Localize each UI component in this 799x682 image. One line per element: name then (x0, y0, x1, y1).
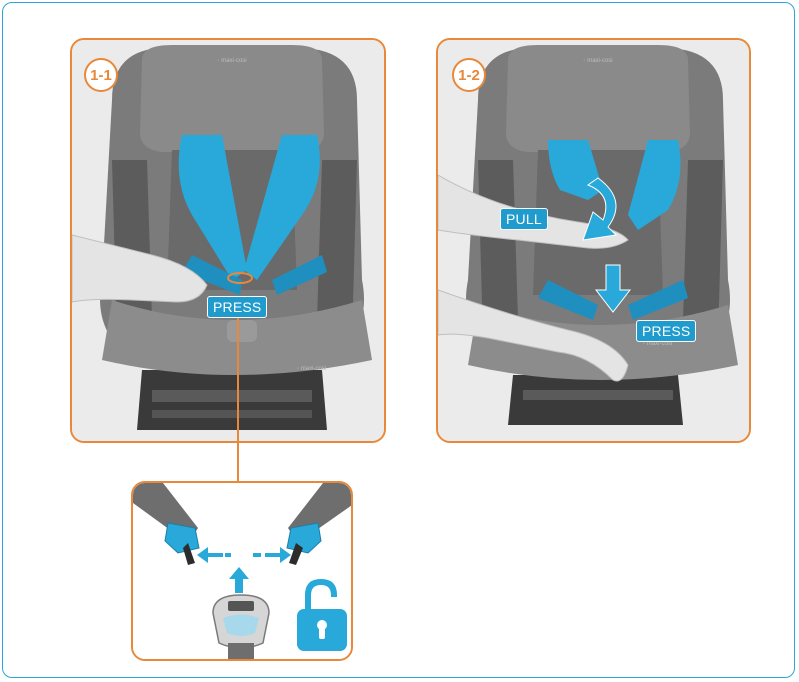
panel-step-1-1: ◦ maxi-cosi ◦ maxi-cosi 1-1 PRESS (70, 38, 386, 443)
step-badge-1-1: 1-1 (84, 58, 118, 92)
press-label-2: PRESS (636, 320, 696, 342)
panel-buckle-detail (131, 481, 353, 661)
step-badge-1-2: 1-2 (452, 58, 486, 92)
pull-label: PULL (500, 208, 548, 230)
svg-text:◦ maxi-cosi: ◦ maxi-cosi (297, 366, 326, 372)
svg-text:◦ maxi-cosi: ◦ maxi-cosi (217, 58, 246, 64)
buckle-detail-illustration (133, 483, 353, 661)
press-label: PRESS (207, 296, 267, 318)
svg-text:◦ maxi-cosi: ◦ maxi-cosi (583, 58, 612, 64)
car-seat-illustration-1: ◦ maxi-cosi ◦ maxi-cosi (72, 40, 386, 443)
panel-step-1-2: ◦ maxi-cosi ◦ maxi-cosi 1-2 PULL PRESS (436, 38, 751, 443)
detail-connector-line (237, 318, 239, 483)
car-seat-illustration-2: ◦ maxi-cosi ◦ maxi-cosi (438, 40, 751, 443)
